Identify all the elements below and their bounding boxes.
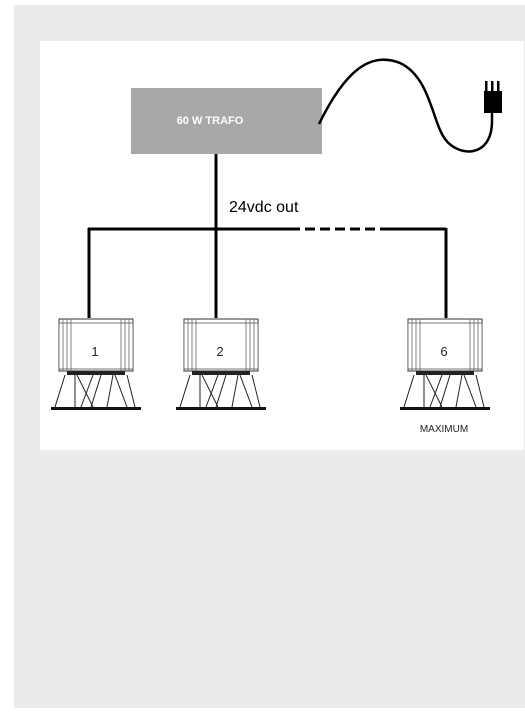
unit-2-label: 2 xyxy=(216,344,223,359)
plug-icon xyxy=(484,81,502,113)
unit-6: 6 xyxy=(399,318,491,411)
wiring-diagram: 60 W TRAFO 24vdc out 1 2 xyxy=(50,58,502,435)
diagram-canvas: 60 W TRAFO 24vdc out 1 2 xyxy=(40,41,524,450)
unit-1: 1 xyxy=(50,318,142,411)
unit-2: 2 xyxy=(175,318,267,411)
transformer-box xyxy=(131,88,322,154)
power-cord xyxy=(317,58,494,153)
unit-6-label: 6 xyxy=(440,344,447,359)
unit-1-label: 1 xyxy=(91,344,98,359)
output-label: 24vdc out xyxy=(229,199,299,216)
maximum-label: MAXIMUM xyxy=(420,424,468,435)
transformer-label: 60 W TRAFO xyxy=(177,115,244,127)
